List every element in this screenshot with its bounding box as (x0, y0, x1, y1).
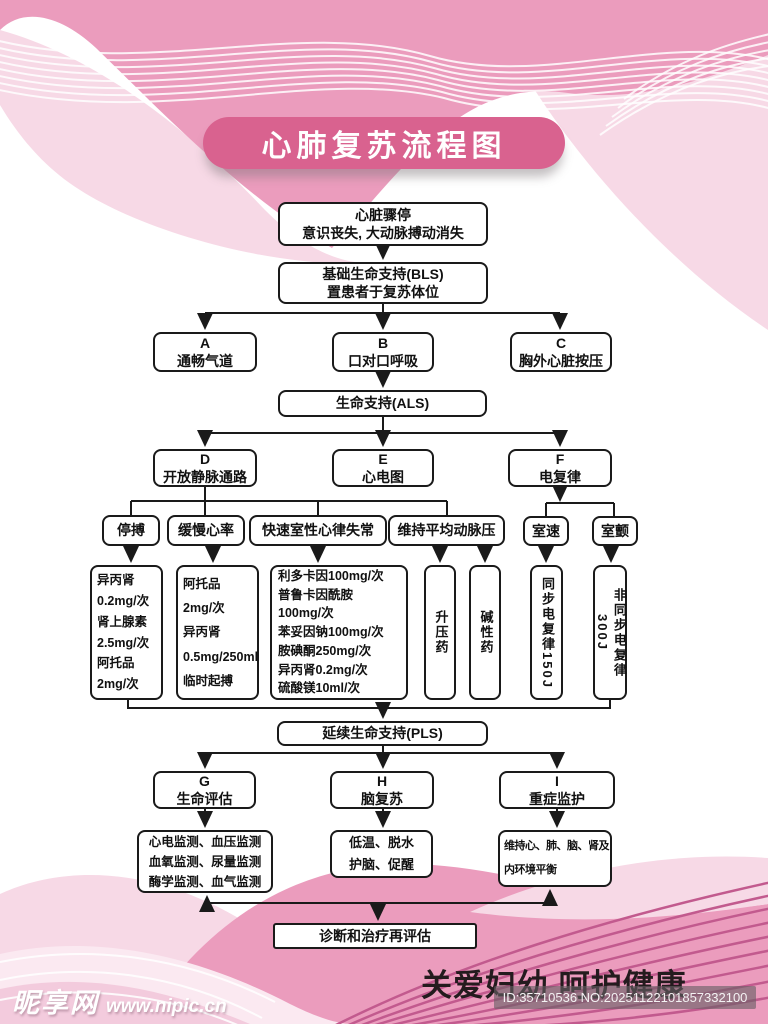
node-letter: B (377, 334, 389, 351)
node-med-bradycardia: 阿托品 2mg/次 异丙肾 0.5mg/250ml 临时起搏 (176, 565, 259, 700)
med-line: 2.5mg/次 (97, 635, 150, 650)
node-label: 诊断和治疗再评估 (319, 927, 431, 944)
node-label: 电复律 (539, 469, 581, 485)
node-line: 心脏骤停 (355, 206, 411, 223)
node-label: 快速室性心律失常 (262, 522, 374, 539)
node-bradycardia: 缓慢心率 (167, 515, 245, 546)
med-line: 硫酸镁10ml/次 (278, 681, 360, 696)
node-line: 置患者于复苏体位 (327, 284, 439, 300)
node-label: 缓慢心率 (178, 522, 234, 539)
node-label: 口对口呼吸 (348, 353, 418, 369)
node-letter: H (376, 772, 388, 789)
med-line: 阿托品 (97, 656, 135, 671)
node-asystole: 停搏 (102, 515, 160, 546)
node-e-ecg: E 心电图 (332, 449, 434, 487)
med-line: 2mg/次 (97, 677, 139, 691)
node-label: 同步电复律150J (539, 576, 555, 689)
node-vf: 室颤 (592, 516, 638, 546)
image-id-bar: ID:35710536 NO:20251122101857332100 (494, 986, 756, 1009)
node-f-defibrillation: F 电复律 (508, 449, 612, 487)
node-vt: 室速 (523, 516, 569, 546)
detail-line: 护脑、促醒 (348, 857, 414, 872)
node-letter: G (199, 772, 210, 789)
watermark-site-name: 昵享网 (12, 988, 99, 1018)
node-label: 碱性药 (478, 610, 494, 655)
node-med-tachy: 利多卡因100mg/次 普鲁卡因酰胺 100mg/次 苯妥因钠100mg/次 胺… (270, 565, 408, 700)
med-line: 利多卡因100mg/次 (278, 568, 384, 583)
med-line: 胺碘酮250mg/次 (278, 643, 372, 658)
node-alkaline-drug: 碱性药 (469, 565, 501, 700)
node-label: 室速 (532, 522, 560, 539)
med-line: 0.2mg/次 (97, 594, 150, 608)
node-letter: A (199, 334, 211, 351)
med-line: 100mg/次 (278, 606, 334, 621)
node-tachyarrhythmia: 快速室性心律失常 (249, 515, 387, 546)
node-label: 生命支持(ALS) (335, 395, 430, 412)
node-pls: 延续生命支持(PLS) (277, 721, 488, 746)
med-line: 异丙肾 (97, 573, 135, 588)
node-reassess: 诊断和治疗再评估 (273, 923, 477, 949)
node-letter: F (555, 450, 565, 467)
node-label: 开放静脉通路 (163, 469, 247, 485)
node-b-breathing: B 口对口呼吸 (332, 332, 434, 372)
node-letter: E (378, 450, 388, 467)
node-pressor-drug: 升压药 (424, 565, 456, 700)
detail-line: 血氧监测、尿量监测 (148, 854, 262, 869)
med-line: 2mg/次 (183, 600, 225, 615)
node-als: 生命支持(ALS) (278, 390, 487, 417)
med-line: 0.5mg/250ml (183, 649, 259, 664)
detail-line: 低温、脱水 (348, 834, 414, 850)
med-line: 肾上腺素 (97, 614, 148, 629)
node-med-asystole: 异丙肾 0.2mg/次 肾上腺素 2.5mg/次 阿托品 2mg/次 (90, 565, 163, 700)
node-sync-cardioversion: 同步电复律150J (530, 565, 563, 700)
site-watermark: 昵享网 www.nipic.cn (12, 981, 227, 1020)
node-bls: 基础生命支持(BLS) 置患者于复苏体位 (278, 262, 488, 304)
node-line: 基础生命支持(BLS) (322, 265, 444, 282)
node-async-cardioversion: 非同步电复律300J (593, 565, 627, 700)
watermark-site-url: www.nipic.cn (106, 996, 227, 1017)
detail-line: 酶学监测、血气监测 (148, 874, 262, 889)
node-c-compression: C 胸外心脏按压 (510, 332, 612, 372)
node-label: 重症监护 (529, 791, 585, 807)
node-label: 脑复苏 (361, 791, 403, 807)
node-d-iv-access: D 开放静脉通路 (153, 449, 257, 487)
node-label: 非同步电复律300J (595, 587, 627, 678)
node-label: 室颤 (601, 522, 629, 539)
med-line: 普鲁卡因酰胺 (278, 587, 354, 602)
node-label: 胸外心脏按压 (519, 353, 603, 369)
node-i-icu: I 重症监护 (499, 771, 615, 809)
node-label: 升压药 (433, 610, 449, 655)
node-map: 维持平均动脉压 (388, 515, 505, 546)
node-label: 生命评估 (176, 791, 233, 807)
node-letter: I (555, 772, 559, 789)
node-label: 通畅气道 (177, 353, 233, 369)
node-h-detail: 低温、脱水 护脑、促醒 (330, 830, 433, 878)
node-cardiac-arrest: 心脏骤停 意识丧失, 大动脉搏动消失 (278, 202, 488, 246)
node-label: 心电图 (362, 469, 404, 485)
title-banner: 心肺复苏流程图 (203, 117, 565, 169)
med-line: 异丙肾 (183, 625, 221, 640)
detail-line: 心电监测、血压监测 (148, 834, 262, 849)
med-line: 苯妥因钠100mg/次 (278, 625, 384, 640)
node-line: 意识丧失, 大动脉搏动消失 (302, 225, 464, 241)
poster-title: 心肺复苏流程图 (261, 130, 507, 163)
node-label: 停搏 (117, 522, 145, 539)
detail-line: 维持心、肺、脑、肾及 (504, 840, 610, 853)
node-label: 维持平均动脉压 (397, 522, 496, 539)
node-letter: D (199, 450, 211, 467)
med-line: 阿托品 (183, 576, 221, 591)
node-g-detail: 心电监测、血压监测 血氧监测、尿量监测 酶学监测、血气监测 (137, 830, 273, 893)
node-i-detail: 维持心、肺、脑、肾及 内环境平衡 (498, 830, 612, 887)
image-id-text: ID:35710536 NO:20251122101857332100 (502, 990, 748, 1005)
node-a-airway: A 通畅气道 (153, 332, 257, 372)
med-line: 异丙肾0.2mg/次 (278, 662, 368, 677)
node-h-brain-resuscitation: H 脑复苏 (330, 771, 434, 809)
med-line: 临时起搏 (183, 674, 234, 689)
node-label: 延续生命支持(PLS) (322, 725, 443, 742)
node-letter: C (555, 334, 567, 351)
detail-line: 内环境平衡 (504, 863, 557, 876)
node-g-life-assessment: G 生命评估 (153, 771, 256, 809)
